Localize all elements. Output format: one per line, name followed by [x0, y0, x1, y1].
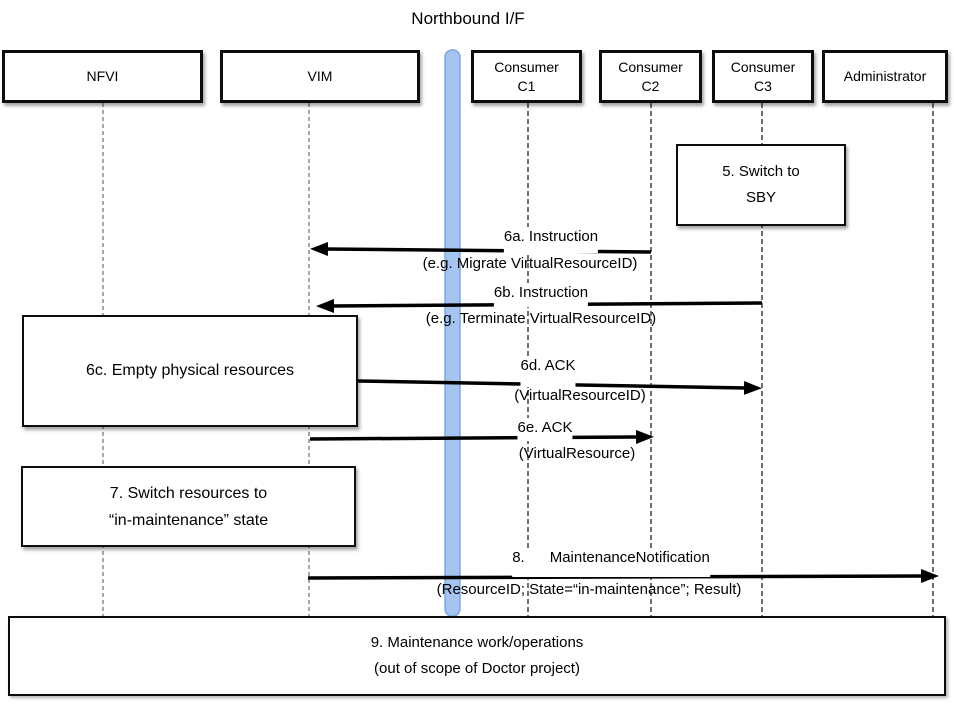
step-9-line2: (out of scope of Doctor project) [374, 660, 580, 677]
message-6b-detail: (e.g. Terminate VirtualResourceID) [425, 310, 657, 327]
step-5-line2: SBY [745, 189, 776, 206]
step-box-6c-empty-physical-resources: 6c. Empty physical resources [22, 315, 358, 427]
message-8-detail: (ResourceID; State=“in-maintenance”; Res… [436, 581, 742, 598]
actor-box-nfvi: NFVI [2, 50, 203, 103]
message-6b-title: 6b. Instruction [493, 283, 589, 307]
step-9-line1: 9. Maintenance work/operations [370, 634, 584, 651]
message-6e-detail: (VirtualResource) [518, 445, 636, 462]
step-box-9-maintenance-work: 9. Maintenance work/operations (out of s… [8, 616, 946, 696]
actor-label-nfvi: NFVI [86, 68, 119, 85]
actor-box-administrator: Administrator [822, 50, 948, 103]
step-5-line1: 5. Switch to [722, 163, 800, 180]
message-8-title: 8. MaintenanceNotification [512, 548, 710, 577]
arrow-8-maintenance-notification [307, 569, 939, 584]
arrow-6e-ack [309, 430, 654, 445]
actor-box-consumer-c2: Consumer C2 [599, 50, 702, 103]
message-6a-detail: (e.g. Migrate VirtualResourceID) [422, 255, 638, 272]
message-6a-title: 6a. Instruction [503, 227, 599, 253]
actor-box-consumer-c1: Consumer C1 [471, 50, 582, 103]
step-7-line2: “in-maintenance” state [108, 511, 269, 529]
northbound-if-bar [444, 49, 461, 617]
message-6d-title: 6d. ACK [520, 356, 576, 387]
actor-label-c3: C3 [754, 77, 772, 94]
actor-label-c1: C1 [517, 77, 536, 94]
message-6d-detail: (VirtualResourceID) [514, 387, 646, 404]
actor-label-vim: VIM [307, 68, 333, 85]
actor-label-administrator: Administrator [843, 68, 927, 85]
step-7-line1: 7. Switch resources to [109, 484, 268, 502]
diagram-title: Northbound I/F [411, 9, 525, 28]
step-box-7-switch-resources: 7. Switch resources to “in-maintenance” … [21, 466, 356, 547]
arrow-6a-instruction [310, 242, 652, 257]
actor-label-consumer: Consumer [730, 59, 796, 76]
actor-box-vim: VIM [220, 50, 420, 103]
step-6c-line1: 6c. Empty physical resources [85, 362, 295, 379]
actor-label-consumer: Consumer [618, 59, 683, 76]
message-6e-title: 6e. ACK [517, 418, 573, 441]
actor-box-consumer-c3: Consumer C3 [712, 50, 814, 103]
step-box-5-switch-to-sby: 5. Switch to SBY [676, 144, 846, 226]
actor-label-c2: C2 [641, 77, 660, 94]
actor-label-consumer: Consumer [494, 59, 559, 76]
